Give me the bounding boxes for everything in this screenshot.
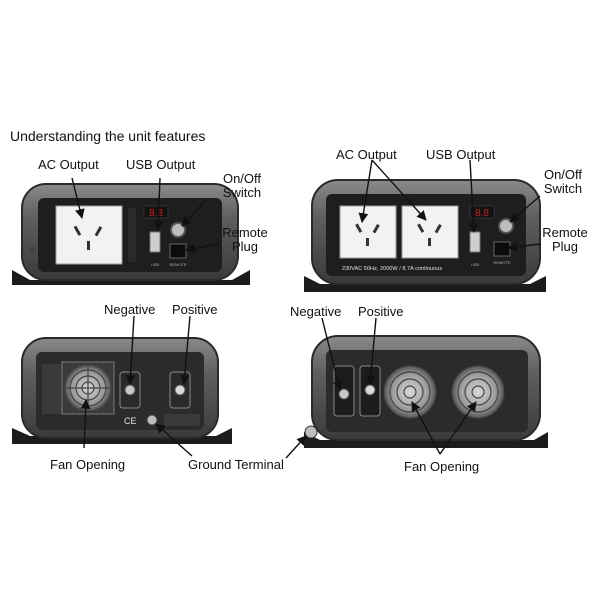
usb-port [469,231,481,253]
label-positive-bottom-right: Positive [358,304,404,319]
bottom-left-leaders [80,315,193,457]
ac-socket-1-pins [355,223,380,246]
label-ac-output-top-left: AC Output [38,157,99,172]
ce-mark: CE [124,416,137,426]
model-label [164,414,200,426]
negative-terminal-bolt [124,384,136,396]
label-remote-plug-top-right: Remote Plug [536,226,594,254]
rating-strip: 230VAC 50Hz, 2000W / 8.7A continuous [342,266,443,272]
ac-socket-2-pins [417,223,442,246]
usb-port-tag: USB [151,262,160,267]
label-remote-plug-top-left: Remote Plug [216,226,274,254]
label-ground-terminal: Ground Terminal [188,457,284,472]
label-fan-opening-bottom-right: Fan Opening [404,459,480,474]
led-display [143,205,169,219]
side-screw [30,247,36,253]
fan-2-rings [457,371,499,413]
label-fan-opening-bottom-left: Fan Opening [50,457,126,472]
label-remote-line-2: Plug [231,239,259,254]
rear-info-block [42,364,62,414]
fan-1-grill [383,365,437,419]
remote-jack [169,243,187,259]
fan-2-grill [451,365,505,419]
unit-bottom-right [304,335,548,448]
ac-socket-plate-2 [401,205,459,259]
label-remote-line-1: Remote [542,225,588,240]
label-remote-line-2: Plug [551,239,579,254]
label-negative-bottom-left: Negative [104,302,156,317]
ac-socket-plate [55,205,123,265]
unit-bottom-left: CE [12,337,232,444]
remote-jack-tag: REMOTE [493,260,510,265]
unit-top-right: 230VAC 50Hz, 2000W / 8.7A continuous 8.8… [304,179,546,292]
label-on-off-line-1: On/Off [222,171,262,186]
label-on-off-switch-top-right: On/Off Switch [532,168,594,196]
label-on-off-line-1: On/Off [543,167,583,182]
unit-top-left-base [12,270,250,285]
label-on-off-line-2: Switch [543,181,583,196]
label-on-off-line-2: Switch [222,185,262,200]
label-on-off-switch-top-left: On/Off Switch [214,172,270,200]
usb-port-tag: USB [471,262,480,267]
bottom-right-leaders [285,317,477,459]
remote-jack [493,241,511,257]
positive-terminal-bolt [364,384,376,396]
led-readout: 8.8 [475,208,489,219]
label-negative-bottom-right: Negative [290,304,342,319]
top-right-leaders [358,159,541,252]
negative-terminal-bolt [338,388,350,400]
positive-terminal-bolt [174,384,186,396]
ac-socket-plate-1 [339,205,397,259]
ac-socket-pins [73,225,103,250]
led-readout: 8.8 [149,208,163,219]
label-usb-output-top-right: USB Output [426,147,496,162]
ground-terminal-screw [304,425,318,439]
label-remote-line-1: Remote [222,225,268,240]
page-heading: Understanding the unit features [10,128,206,144]
ground-terminal-screw [146,414,158,426]
top-left-leaders [71,177,219,254]
label-positive-bottom-left: Positive [172,302,218,317]
spec-text-strip [128,208,136,262]
label-usb-output-top-left: USB Output [126,157,196,172]
label-ac-output-top-right: AC Output [336,147,397,162]
fan-1-rings [389,371,431,413]
led-display [469,205,495,219]
usb-port [149,231,161,253]
remote-jack-tag: REMOTE [169,262,186,267]
